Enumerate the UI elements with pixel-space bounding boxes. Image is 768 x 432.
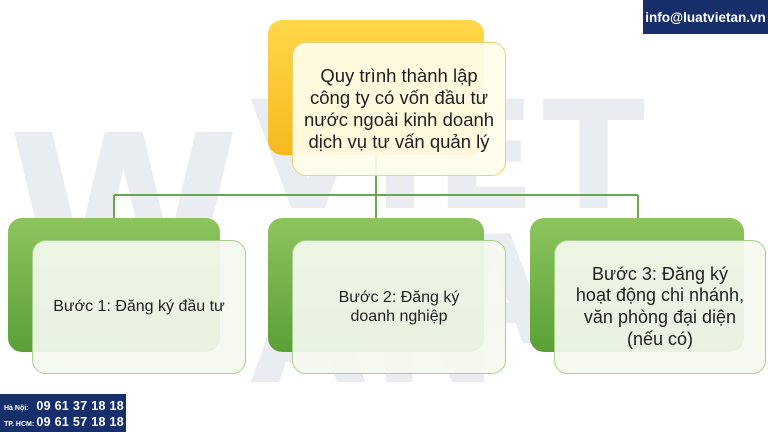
hotline-row-hanoi: Hà Nội: 09 61 37 18 18 bbox=[4, 399, 124, 413]
step-3-node: Bước 3: Đăng ký hoạt động chi nhánh, văn… bbox=[554, 240, 766, 374]
hotline-number[interactable]: 09 61 37 18 18 bbox=[36, 399, 124, 413]
email-badge[interactable]: info@luatvietan.vn bbox=[643, 0, 768, 34]
hotline-label: TP. HCM: bbox=[4, 421, 35, 428]
email-text: info@luatvietan.vn bbox=[645, 9, 766, 25]
step-2-text: Bước 2: Đăng ký doanh nghiệp bbox=[338, 288, 460, 325]
hotline-row-hcm: TP. HCM: 09 61 57 18 18 bbox=[4, 415, 124, 429]
hotline-label: Hà Nội: bbox=[4, 405, 29, 412]
step-1-node: Bước 1: Đăng ký đầu tư bbox=[32, 240, 246, 374]
hotline-number[interactable]: 09 61 57 18 18 bbox=[36, 415, 124, 429]
root-node-text: Quy trình thành lập công ty có vốn đầu t… bbox=[303, 64, 495, 153]
hotline-box: Hà Nội: 09 61 37 18 18 TP. HCM: 09 61 57… bbox=[0, 394, 126, 432]
root-node: Quy trình thành lập công ty có vốn đầu t… bbox=[292, 42, 506, 176]
step-1-text: Bước 1: Đăng ký đầu tư bbox=[53, 298, 225, 316]
step-2-node: Bước 2: Đăng ký doanh nghiệp bbox=[292, 240, 506, 374]
step-3-text: Bước 3: Đăng ký hoạt động chi nhánh, văn… bbox=[575, 263, 745, 349]
